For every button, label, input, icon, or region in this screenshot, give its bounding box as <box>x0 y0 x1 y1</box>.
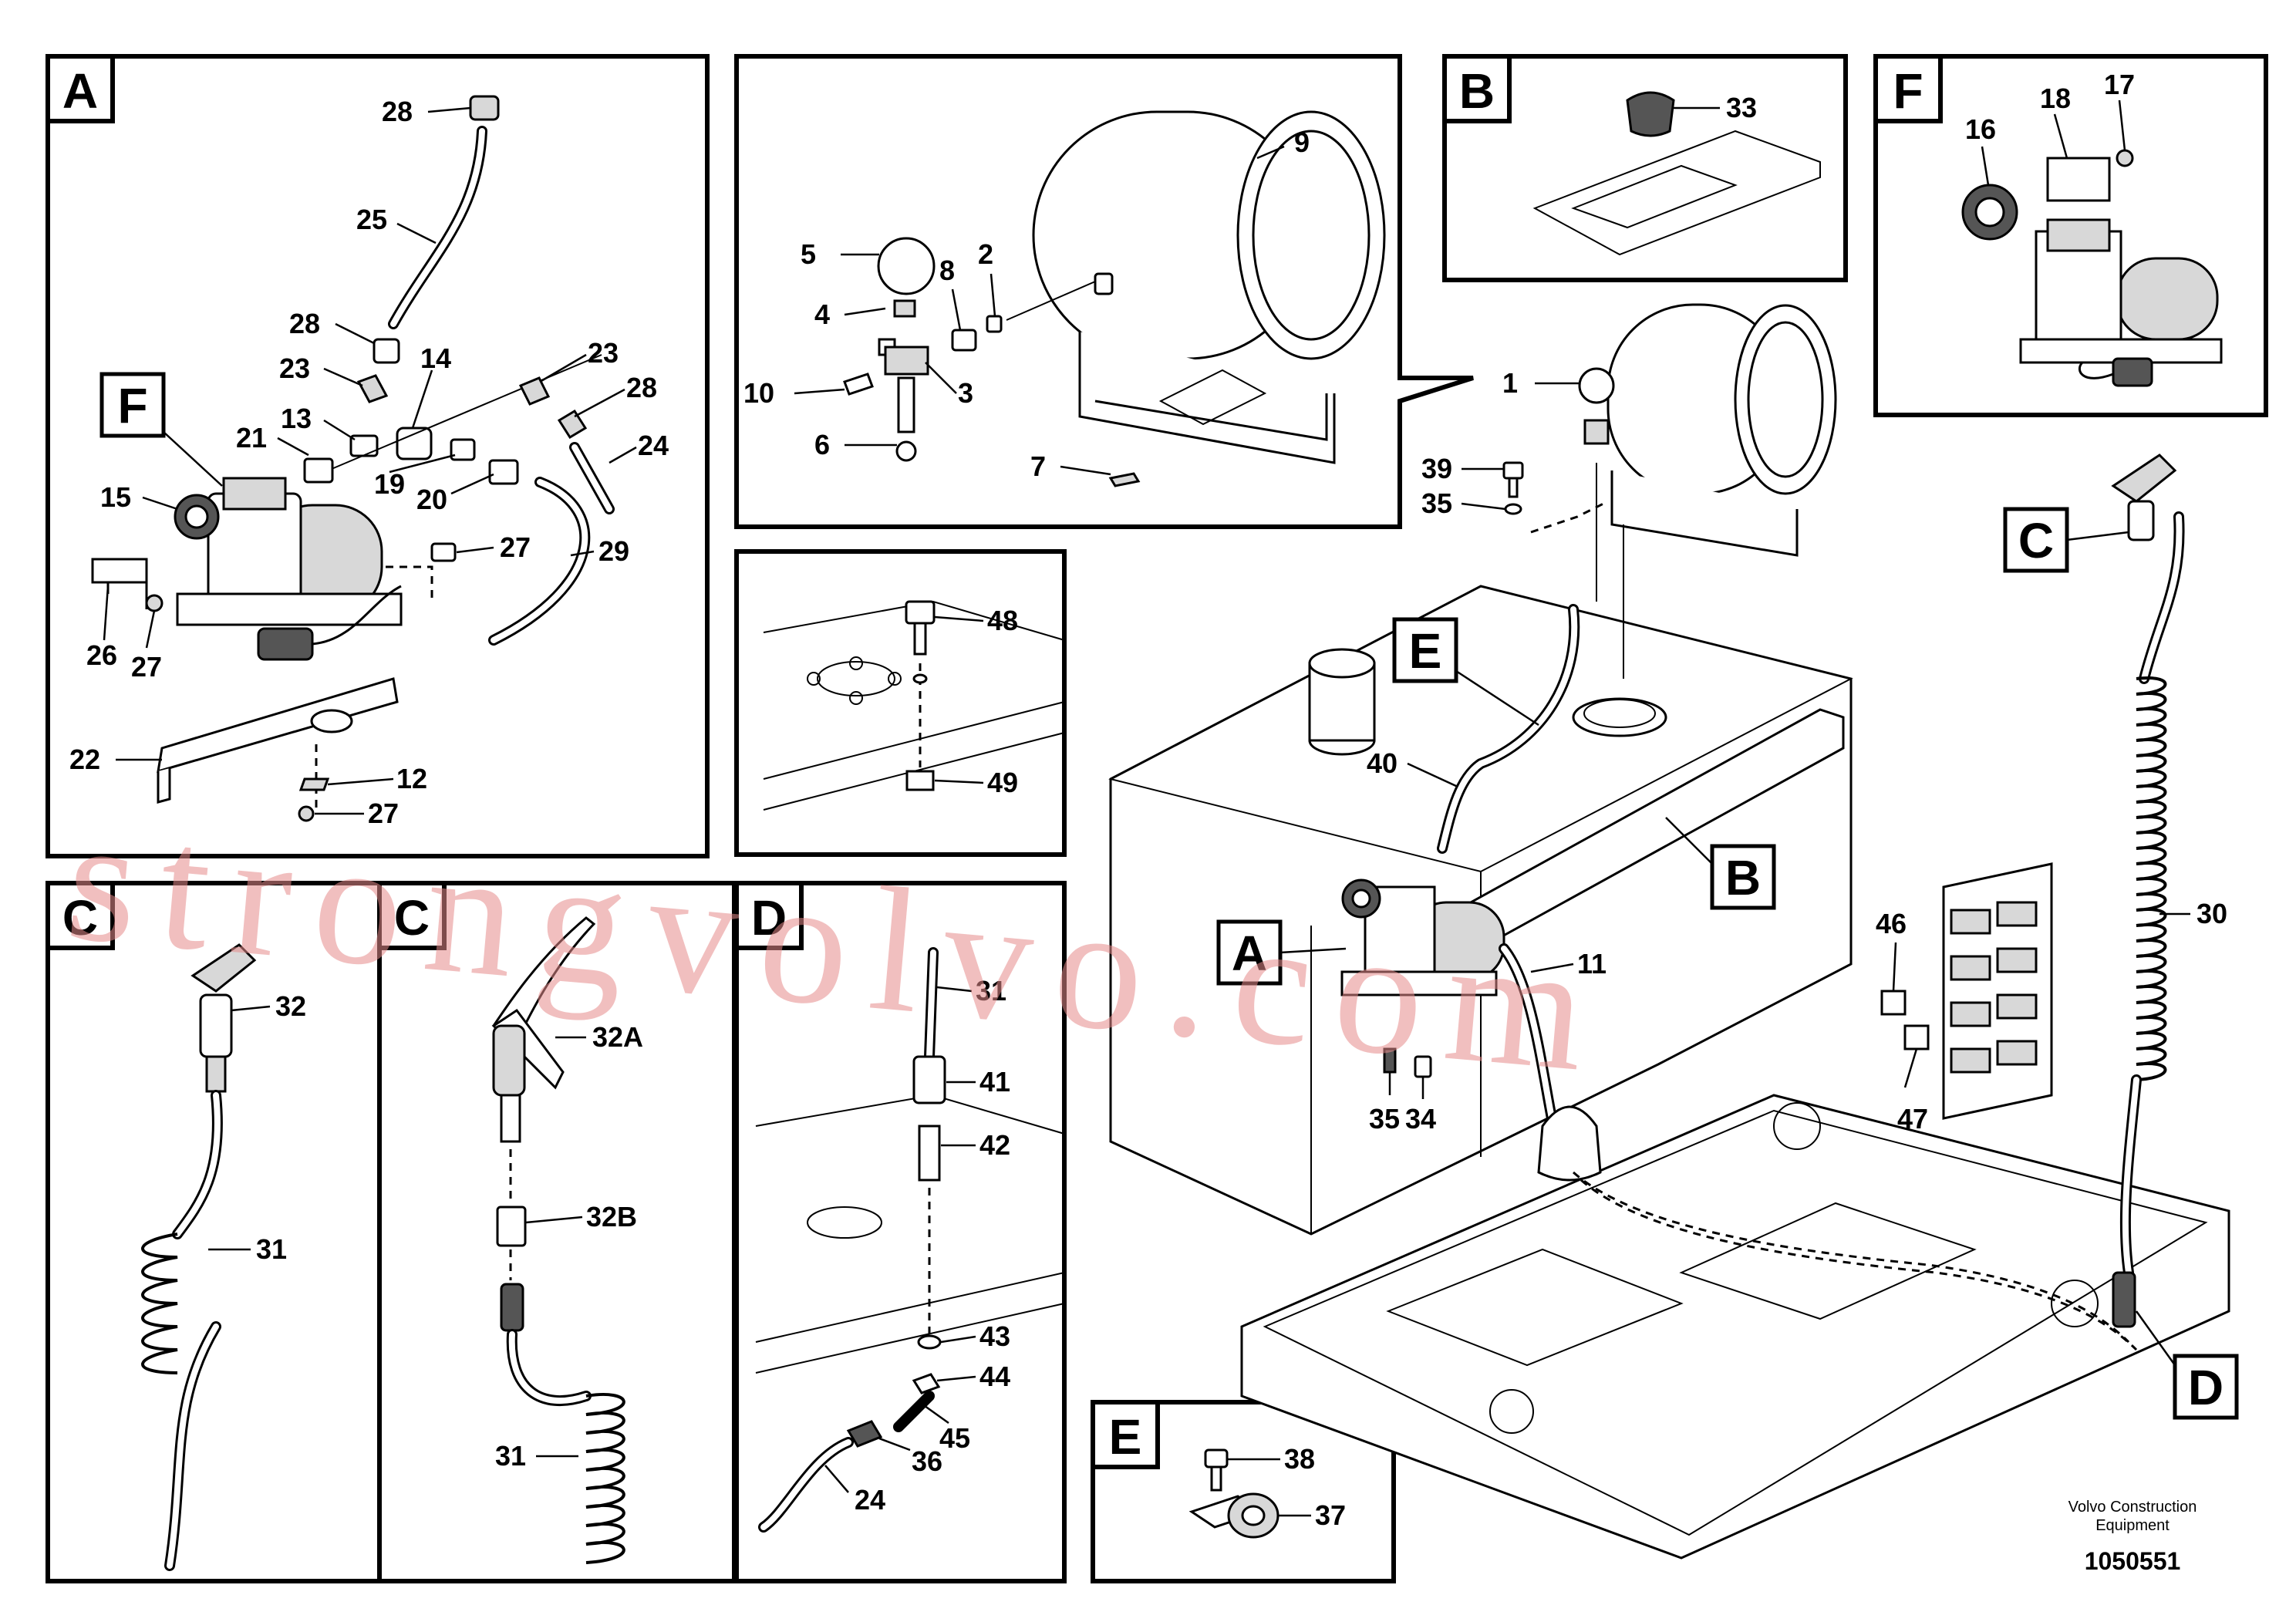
callout-5: 5 <box>801 238 816 270</box>
callout-41: 41 <box>979 1066 1010 1098</box>
drawing-code: 1050551 <box>2085 1547 2181 1575</box>
panel-d-letter: D <box>751 890 787 946</box>
panel-a: A <box>46 54 710 858</box>
panel-b-letter: B <box>1459 63 1495 119</box>
callout-24: 24 <box>638 430 669 461</box>
callout-27: 27 <box>368 798 399 829</box>
callout-28: 28 <box>289 308 320 339</box>
callout-4: 4 <box>814 298 830 330</box>
panel-d: D <box>734 881 1067 1583</box>
callout-23: 23 <box>279 352 310 384</box>
callout-3: 3 <box>958 377 973 409</box>
panel-c2-letter: C <box>394 890 430 946</box>
callout-34: 34 <box>1405 1103 1436 1135</box>
callout-46: 46 <box>1876 908 1907 939</box>
panel-b: B <box>1442 54 1848 282</box>
callout-30: 30 <box>2197 898 2227 929</box>
main-label-b: B <box>1665 817 1776 910</box>
callout-40: 40 <box>1367 747 1397 779</box>
callout-28: 28 <box>626 372 657 403</box>
callouts: 28 25 28 23 14 23 28 24 21 13 19 20 15 2… <box>69 69 2227 1531</box>
callout-9: 9 <box>1294 126 1310 158</box>
main-assembly <box>1108 303 2230 1560</box>
main-label-e: E <box>1392 617 1539 727</box>
callout-44: 44 <box>979 1361 1010 1392</box>
callout-2: 2 <box>978 238 993 270</box>
callout-32a: 32A <box>592 1021 643 1053</box>
panel-e: E <box>1091 1400 1396 1583</box>
callout-16: 16 <box>1965 113 1996 145</box>
panel-a-letter: A <box>62 63 98 119</box>
callout-10: 10 <box>743 377 774 409</box>
callout-29: 29 <box>598 535 629 567</box>
callout-48: 48 <box>987 605 1018 636</box>
callout-45: 45 <box>939 1422 970 1454</box>
svg-text:C: C <box>2018 513 2054 568</box>
callout-26: 26 <box>86 639 117 671</box>
callout-31: 31 <box>256 1233 287 1265</box>
panel-f-letter: F <box>1893 63 1923 119</box>
panel-e-letter: E <box>1109 1409 1142 1465</box>
main-label-d: D <box>2135 1310 2239 1420</box>
callout-35: 35 <box>1421 487 1452 519</box>
callout-20: 20 <box>416 484 447 515</box>
callout-18: 18 <box>2040 83 2071 114</box>
callout-38: 38 <box>1284 1443 1315 1475</box>
callout-17: 17 <box>2104 69 2135 100</box>
callout-24: 24 <box>855 1484 885 1516</box>
callout-12: 12 <box>396 763 427 794</box>
svg-text:E: E <box>1409 623 1442 679</box>
callout-19: 19 <box>374 468 405 500</box>
callout-13: 13 <box>281 403 312 434</box>
callout-22: 22 <box>69 744 100 775</box>
brand-line-1: Volvo Construction <box>2068 1499 2197 1516</box>
panel-c1-letter: C <box>62 890 98 946</box>
svg-text:A: A <box>1232 926 1267 981</box>
callout-31: 31 <box>495 1440 526 1472</box>
callout-49: 49 <box>987 767 1018 798</box>
callout-35: 35 <box>1369 1103 1400 1135</box>
callout-36: 36 <box>912 1445 942 1477</box>
panel-f: F <box>1873 54 2268 417</box>
callout-23: 23 <box>588 337 619 369</box>
callout-11: 11 <box>1577 948 1607 980</box>
callout-15: 15 <box>100 481 131 513</box>
footer: Volvo Construction Equipment 1050551 <box>2068 1499 2197 1575</box>
callout-32b: 32B <box>586 1201 637 1233</box>
callout-1: 1 <box>1502 367 1518 399</box>
callout-8: 8 <box>939 255 955 286</box>
callout-39: 39 <box>1421 453 1452 484</box>
callout-25: 25 <box>356 204 387 235</box>
callout-37: 37 <box>1315 1499 1346 1531</box>
panel-tank <box>734 54 1474 529</box>
callout-33: 33 <box>1726 92 1757 123</box>
main-label-a: A <box>1216 919 1347 986</box>
callout-27: 27 <box>500 531 531 563</box>
callout-28: 28 <box>382 96 413 127</box>
callout-42: 42 <box>979 1129 1010 1161</box>
callout-43: 43 <box>979 1320 1010 1352</box>
panel-plate-bolt <box>734 549 1067 857</box>
main-label-c: C <box>2003 507 2129 573</box>
callout-47: 47 <box>1897 1103 1928 1135</box>
svg-text:D: D <box>2188 1360 2224 1415</box>
svg-text:B: B <box>1725 850 1761 905</box>
main-label-f: F <box>99 372 223 487</box>
callout-32: 32 <box>275 990 306 1022</box>
callout-14: 14 <box>420 342 451 374</box>
callout-31: 31 <box>976 975 1006 1007</box>
callout-27: 27 <box>131 651 162 683</box>
panel-c2: C <box>377 881 737 1583</box>
callout-7: 7 <box>1030 450 1046 482</box>
brand-line-2: Equipment <box>2095 1517 2170 1534</box>
callout-6: 6 <box>814 429 830 460</box>
svg-text:F: F <box>117 378 147 433</box>
callout-21: 21 <box>236 422 267 454</box>
